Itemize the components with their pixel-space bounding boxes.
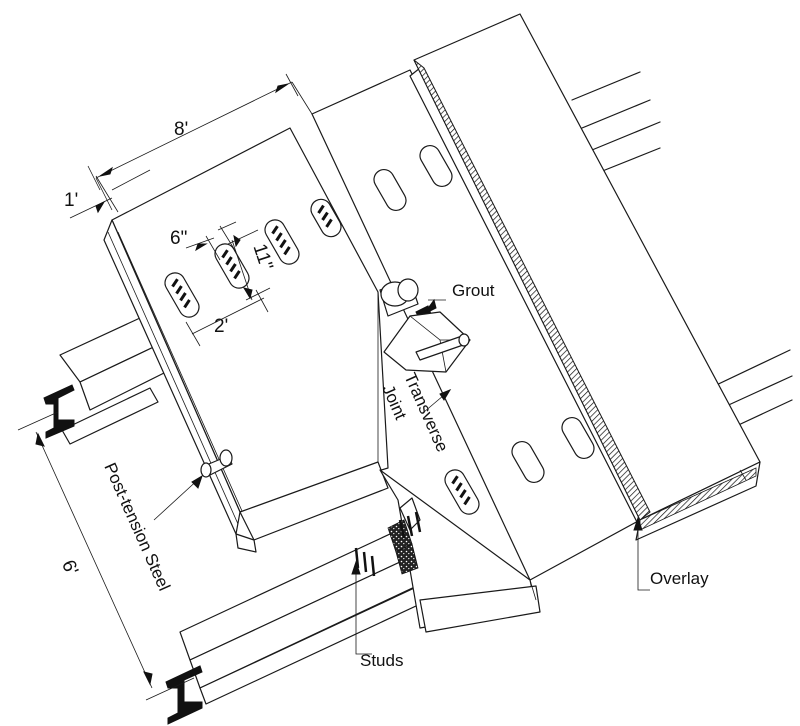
grouted-slots	[164, 198, 480, 515]
dim-6in	[185, 221, 237, 261]
open-slots	[373, 145, 595, 483]
studs	[354, 497, 422, 577]
dim-2ft-label: 2'	[214, 316, 228, 337]
dim-8ft	[87, 73, 313, 211]
front-girder-lower	[165, 519, 447, 725]
front-girder-upper	[43, 317, 171, 445]
transverse-joint-leader	[423, 388, 452, 413]
grout-label: Grout	[452, 281, 495, 300]
post-tension-leader	[153, 474, 203, 521]
studs-leader	[351, 560, 372, 655]
dim-2ft	[185, 289, 269, 347]
overlay-leader	[633, 516, 650, 591]
overlay-label: Overlay	[650, 569, 709, 588]
post-tension-steel	[200, 449, 233, 478]
grout-pour	[379, 278, 471, 373]
dim-6ft	[17, 411, 195, 701]
dim-8ft-label: 8'	[174, 119, 188, 140]
grout-leader	[423, 298, 446, 315]
dim-1ft	[69, 169, 151, 219]
back-girder	[571, 71, 793, 429]
dim-6ft-label: 6'	[57, 557, 82, 579]
post-tension-label: Post-tension Steel	[100, 460, 173, 594]
studs-label: Studs	[360, 651, 403, 670]
dim-6in-label: 6"	[170, 228, 187, 249]
overlay-slab	[413, 13, 761, 541]
dim-1ft-label: 1'	[64, 190, 78, 211]
